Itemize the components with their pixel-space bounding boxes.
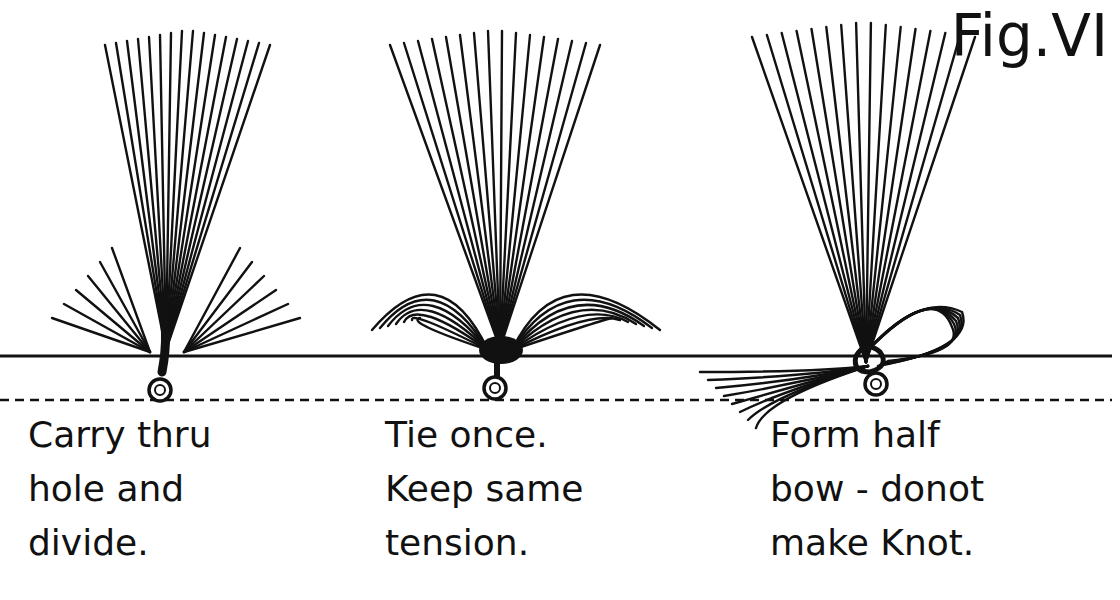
fiber-stroke <box>184 276 264 352</box>
eyelet-hole <box>490 383 500 393</box>
fiber-stroke <box>797 31 866 362</box>
step-caption: Tie once. Keep same tension. <box>385 408 625 570</box>
fiber-stroke <box>184 248 240 352</box>
fiber-stroke <box>512 314 628 350</box>
fiber-stroke <box>112 248 150 352</box>
fiber-stroke <box>855 347 883 372</box>
fiber-stroke <box>856 23 866 362</box>
fiber-stroke <box>166 33 204 350</box>
fiber-stroke <box>396 310 488 350</box>
fiber-stroke <box>512 294 660 350</box>
fiber-stroke <box>184 290 276 352</box>
fiber-stroke <box>512 318 612 350</box>
fiber-stroke <box>488 31 500 348</box>
fiber-stroke <box>512 318 620 350</box>
fiber-stroke <box>500 43 586 348</box>
figure-title: Fig.VI <box>951 4 1108 68</box>
fiber-stroke <box>166 37 226 350</box>
fiber-stroke <box>474 33 500 348</box>
fiber-stroke <box>494 362 500 376</box>
fiber-stroke <box>160 300 166 372</box>
fiber-stroke <box>866 29 916 362</box>
fiber-stroke <box>866 35 960 362</box>
fiber-stroke <box>716 366 868 388</box>
fiber-strokes <box>52 23 975 428</box>
eyelet-hole <box>155 385 165 395</box>
eyelet-hole <box>149 379 171 401</box>
fiber-stroke <box>500 41 572 348</box>
fiber-stroke <box>372 294 488 350</box>
fiber-stroke <box>166 43 259 350</box>
fiber-stroke <box>500 39 558 348</box>
eyelet-hole <box>484 377 506 399</box>
fiber-stroke <box>184 304 288 352</box>
step-caption: Carry thru hole and divide. <box>28 408 268 570</box>
fiber-stroke <box>166 39 237 350</box>
knot <box>479 336 523 364</box>
fiber-stroke <box>88 276 150 352</box>
fiber-stroke <box>417 318 488 350</box>
fiber-stroke <box>512 300 652 350</box>
fiber-stroke <box>412 318 488 350</box>
fiber-stroke <box>390 45 500 348</box>
fiber-stroke <box>748 366 868 420</box>
fiber-stroke <box>446 37 500 348</box>
fiber-stroke <box>512 310 636 350</box>
eyelet-hole <box>871 379 881 389</box>
fiber-stroke <box>184 262 252 352</box>
fiber-stroke <box>767 35 866 362</box>
fiber-stroke <box>512 305 644 350</box>
fiber-stroke <box>404 314 488 350</box>
fiber-stroke <box>380 300 488 350</box>
fiber-stroke <box>388 305 488 350</box>
step-caption: Form half bow - donot make Knot. <box>770 408 1010 570</box>
fiber-stroke <box>841 25 866 362</box>
eyelet-hole <box>865 373 887 395</box>
fiber-stroke <box>100 262 150 352</box>
fiber-stroke <box>866 33 945 362</box>
